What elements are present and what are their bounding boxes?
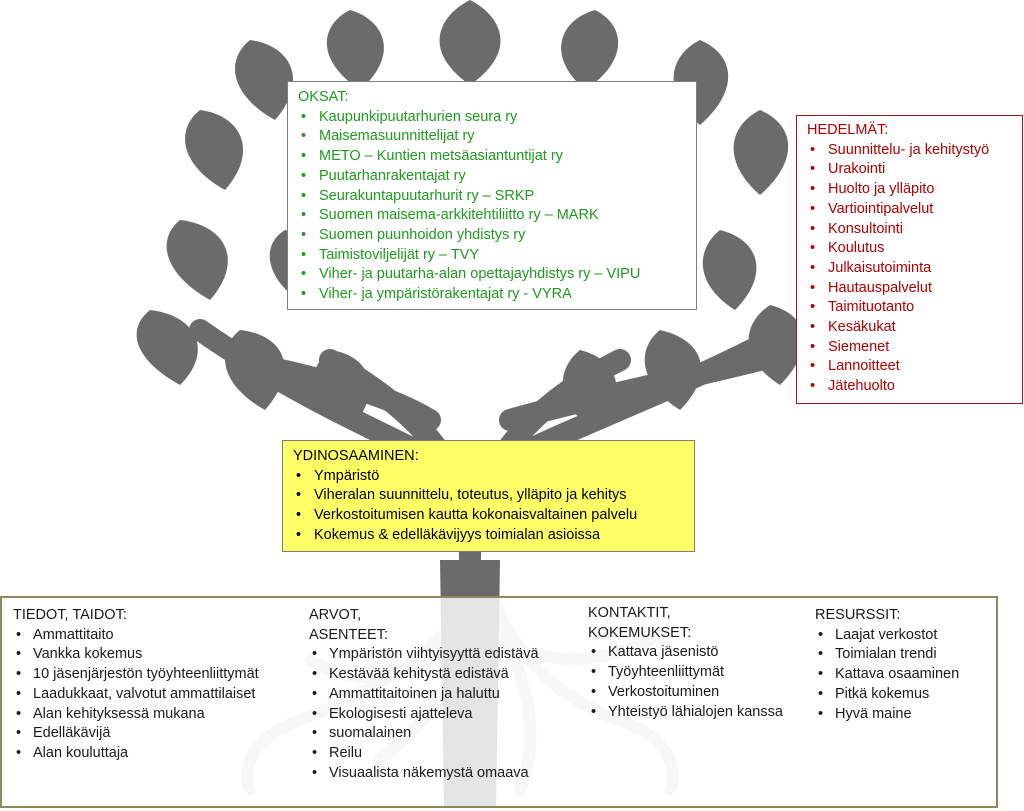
kontaktit-title: KONTAKTIT, KOKEMUKSET: — [588, 605, 692, 641]
list-item: Kesäkukat — [807, 318, 1013, 338]
list-item: Konsultointi — [807, 220, 1013, 240]
list-item: Alan kouluttaja — [13, 744, 259, 764]
roots-panel: TIEDOT, TAIDOT: Ammattitaito Vankka koke… — [0, 596, 998, 808]
list-item: Suomen puunhoidon yhdistys ry — [298, 226, 686, 246]
ydinosaaminen-title: YDINOSAAMINEN: — [293, 448, 419, 464]
list-item: suomalainen — [309, 724, 539, 744]
hedelmat-title: HEDELMÄT: — [807, 122, 889, 138]
list-item: Laajat verkostot — [815, 626, 959, 646]
list-item: Taimistoviljelijät ry – TVY — [298, 246, 686, 266]
list-item: Alan kehityksessä mukana — [13, 705, 259, 725]
kontaktit-list: Kattava jäsenistö Työyhteenliittymät Ver… — [588, 643, 783, 722]
list-item: Laadukkaat, valvotut ammattilaiset — [13, 685, 259, 705]
list-item: Seurakuntapuutarhurit ry – SRKP — [298, 187, 686, 207]
list-item: Viheralan suunnittelu, toteutus, ylläpit… — [293, 486, 684, 506]
list-item: Viher- ja puutarha-alan opettajayhdistys… — [298, 265, 686, 285]
list-item: Ekologisesti ajatteleva — [309, 705, 539, 725]
list-item: Viher- ja ympäristörakentajat ry - VYRA — [298, 285, 686, 305]
list-item: Lannoitteet — [807, 357, 1013, 377]
list-item: Kattava jäsenistö — [588, 643, 783, 663]
list-item: Kattava osaaminen — [815, 665, 959, 685]
list-item: Jätehuolto — [807, 377, 1013, 397]
tree-leaves — [136, 0, 804, 430]
list-item: Visuaalista näkemystä omaava — [309, 764, 539, 784]
list-item: Vartiointipalvelut — [807, 200, 1013, 220]
list-item: Maisemasuunnittelijat ry — [298, 127, 686, 147]
arvot-title: ARVOT, ASENTEET: — [309, 607, 388, 643]
list-item: Siemenet — [807, 338, 1013, 358]
tiedot-title: TIEDOT, TAIDOT: — [13, 607, 127, 623]
list-item: Ammattitaito — [13, 626, 259, 646]
list-item: Kaupunkipuutarhurien seura ry — [298, 108, 686, 128]
resurssit-list: Laajat verkostot Toimialan trendi Kattav… — [815, 626, 959, 725]
list-item: Reilu — [309, 744, 539, 764]
list-item: Taimituotanto — [807, 298, 1013, 318]
oksat-box: OKSAT: Kaupunkipuutarhurien seura ry Mai… — [287, 81, 697, 310]
arvot-list: Ympäristön viihtyisyyttä edistävä Kestäv… — [309, 645, 539, 783]
list-item: Kokemus & edelläkävijyys toimialan asioi… — [293, 526, 684, 546]
list-item: Puutarhanrakentajat ry — [298, 167, 686, 187]
tiedot-list: Ammattitaito Vankka kokemus 10 jäsenjärj… — [13, 626, 259, 764]
list-item: Toimialan trendi — [815, 645, 959, 665]
kontaktit-column: KONTAKTIT, KOKEMUKSET: Kattava jäsenistö… — [588, 604, 783, 722]
list-item: 10 jäsenjärjestön työyhteenliittymät — [13, 665, 259, 685]
list-item: Ympäristön viihtyisyyttä edistävä — [309, 645, 539, 665]
list-item: Huolto ja ylläpito — [807, 180, 1013, 200]
list-item: Urakointi — [807, 160, 1013, 180]
list-item: Yhteistyö lähialojen kanssa — [588, 703, 783, 723]
list-item: Ammattitaitoinen ja haluttu — [309, 685, 539, 705]
list-item: Työyhteenliittymät — [588, 663, 783, 683]
list-item: Julkaisutoiminta — [807, 259, 1013, 279]
hedelmat-list: Suunnittelu- ja kehitystyö Urakointi Huo… — [807, 141, 1013, 397]
list-item: Vankka kokemus — [13, 645, 259, 665]
ydinosaaminen-list: Ympäristö Viheralan suunnittelu, toteutu… — [293, 467, 684, 546]
list-item: Hyvä maine — [815, 705, 959, 725]
list-item: Pitkä kokemus — [815, 685, 959, 705]
oksat-title: OKSAT: — [298, 89, 349, 105]
list-item: Verkostoitumisen kautta kokonaisvaltaine… — [293, 506, 684, 526]
list-item: METO – Kuntien metsäasiantuntijat ry — [298, 147, 686, 167]
ydinosaaminen-box: YDINOSAAMINEN: Ympäristö Viheralan suunn… — [282, 440, 695, 552]
list-item: Suomen maisema-arkkitehtiliitto ry – MAR… — [298, 206, 686, 226]
list-item: Edelläkävijä — [13, 724, 259, 744]
list-item: Kestävää kehitystä edistävä — [309, 665, 539, 685]
list-item: Verkostoituminen — [588, 683, 783, 703]
list-item: Ympäristö — [293, 467, 684, 487]
list-item: Suunnittelu- ja kehitystyö — [807, 141, 1013, 161]
resurssit-column: RESURSSIT: Laajat verkostot Toimialan tr… — [815, 606, 959, 724]
arvot-column: ARVOT, ASENTEET: Ympäristön viihtyisyytt… — [309, 606, 539, 783]
list-item: Hautauspalvelut — [807, 279, 1013, 299]
tiedot-column: TIEDOT, TAIDOT: Ammattitaito Vankka koke… — [13, 606, 259, 764]
hedelmat-box: HEDELMÄT: Suunnittelu- ja kehitystyö Ura… — [796, 115, 1023, 404]
resurssit-title: RESURSSIT: — [815, 607, 901, 623]
oksat-list: Kaupunkipuutarhurien seura ry Maisemasuu… — [298, 108, 686, 305]
list-item: Koulutus — [807, 239, 1013, 259]
